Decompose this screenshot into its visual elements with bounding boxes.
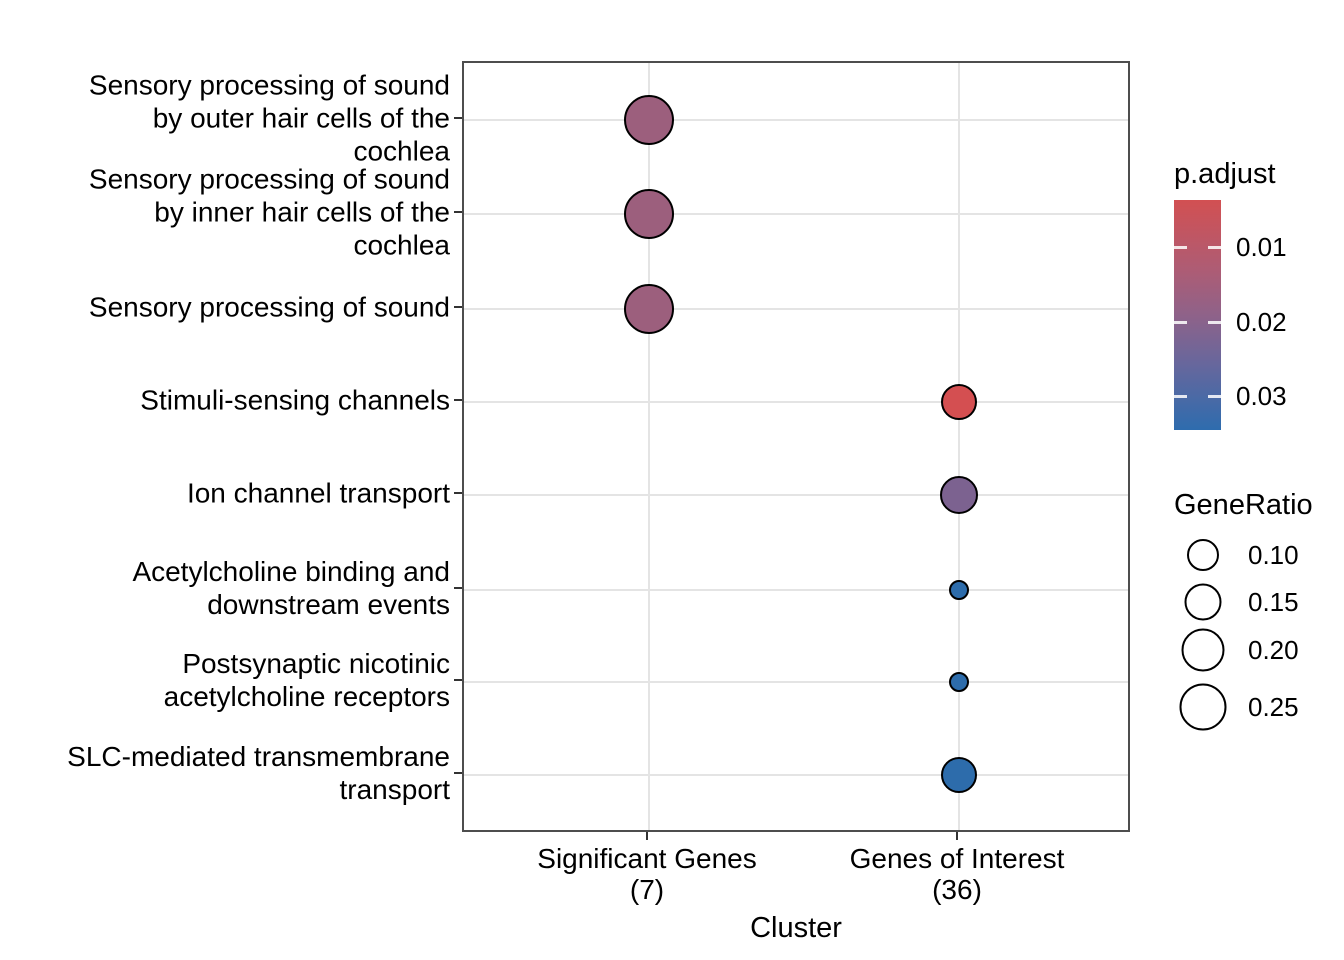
colorbar-tick [1208,395,1221,398]
gridline-row-8 [464,774,1128,776]
legend-size-circle [1181,628,1225,672]
legend-size-label: 0.15 [1248,587,1299,617]
y-axis-tick [454,492,462,494]
y-axis-label: SLC-mediated transmembrane transport [67,741,450,805]
gridline-row-3 [464,308,1128,310]
y-axis-tick [454,679,462,681]
x-axis-tick [646,832,648,840]
gridline-col-2 [958,63,960,830]
y-axis-label: Postsynaptic nicotinic acetylcholine rec… [163,648,450,712]
gridline-row-4 [464,401,1128,403]
y-axis-tick [454,117,462,119]
legend-size-circle [1184,583,1222,621]
data-point [941,384,977,420]
padjust-colorbar [1174,200,1221,430]
data-point [941,757,977,793]
legend-size-circle [1179,683,1227,731]
y-axis-label: Acetylcholine binding and downstream eve… [132,556,450,620]
data-point [624,95,674,145]
colorbar-tick-label: 0.01 [1236,232,1287,262]
data-point [624,189,674,239]
gridline-row-1 [464,119,1128,121]
colorbar-tick [1174,395,1187,398]
x-axis-tick [956,832,958,840]
y-axis-label: Sensory processing of sound by inner hai… [88,163,450,261]
y-axis-label: Sensory processing of sound [88,291,450,323]
y-axis-tick [454,587,462,589]
colorbar-tick [1208,321,1221,324]
plot-panel [462,61,1130,832]
gridline-row-2 [464,213,1128,215]
x-axis-title: Cluster [750,912,842,944]
y-axis-label: Sensory processing of sound by outer hai… [88,69,450,167]
y-axis-tick [454,211,462,213]
data-point [624,284,674,334]
padjust-legend-title: p.adjust [1174,158,1276,190]
gridline-row-5 [464,494,1128,496]
y-axis-label: Stimuli-sensing channels [140,384,450,416]
legend-size-circle [1187,539,1219,571]
x-axis-label-significant-genes: Significant Genes (7) [537,843,757,905]
colorbar-tick-label: 0.03 [1236,381,1287,411]
y-axis-tick [454,772,462,774]
gridline-col-1 [648,63,650,830]
data-point [949,580,969,600]
legend-size-label: 0.20 [1248,635,1299,665]
colorbar-tick [1208,246,1221,249]
colorbar-tick [1174,246,1187,249]
x-axis-label-genes-of-interest: Genes of Interest (36) [849,843,1065,905]
y-axis-tick [454,399,462,401]
colorbar-tick [1174,321,1187,324]
legend-size-label: 0.25 [1248,692,1299,722]
colorbar-tick-label: 0.02 [1236,307,1287,337]
y-axis-tick [454,306,462,308]
y-axis-label: Ion channel transport [186,477,450,509]
legend-size-label: 0.10 [1248,540,1299,570]
gridline-row-6 [464,589,1128,591]
data-point [940,476,978,514]
generatio-legend-title: GeneRatio [1174,489,1313,521]
gridline-row-7 [464,681,1128,683]
data-point [949,672,969,692]
